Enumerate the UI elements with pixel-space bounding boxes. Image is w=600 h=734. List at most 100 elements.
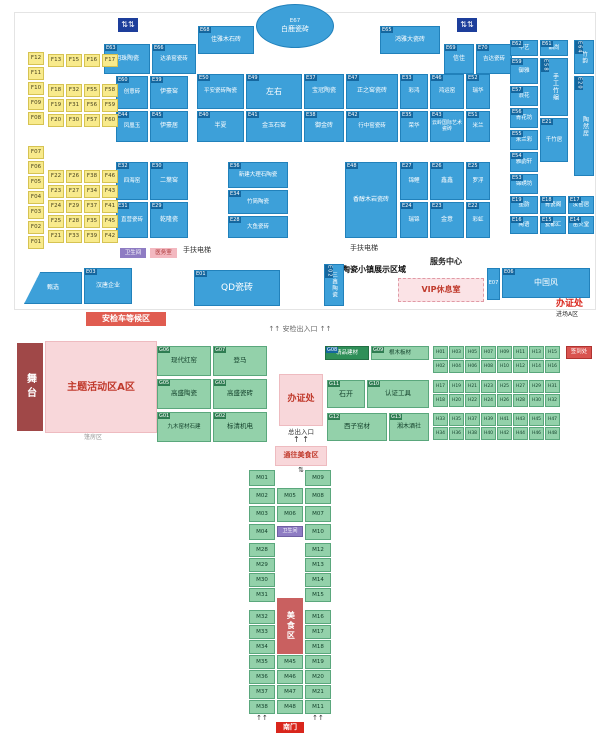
booth-H12[interactable]: H12 <box>513 360 528 373</box>
booth-H37[interactable]: H37 <box>465 413 480 426</box>
booth-M36[interactable]: M36 <box>249 670 275 684</box>
booth-H31[interactable]: H31 <box>545 380 560 393</box>
booth-M29[interactable]: M29 <box>249 558 275 572</box>
checkin-area[interactable]: 签到处 <box>566 346 592 359</box>
booth-F05[interactable]: F05 <box>28 176 44 189</box>
booth-M17[interactable]: M17 <box>305 625 331 639</box>
booth-H03[interactable]: H03 <box>449 346 464 359</box>
booth-F38[interactable]: F38 <box>84 170 100 183</box>
booth-H33[interactable]: H33 <box>433 413 448 426</box>
booth-F06[interactable]: F06 <box>28 161 44 174</box>
booth-H18[interactable]: H18 <box>433 394 448 407</box>
booth-H44[interactable]: H44 <box>513 427 528 440</box>
booth-M18[interactable]: M18 <box>305 640 331 654</box>
booth-F43[interactable]: F43 <box>102 185 118 198</box>
booth-M47[interactable]: M47 <box>277 685 303 699</box>
booth-M04[interactable]: M04 <box>249 524 275 540</box>
booth-F24[interactable]: F24 <box>48 200 64 213</box>
booth-F39[interactable]: F39 <box>84 230 100 243</box>
booth-M35[interactable]: M35 <box>249 655 275 669</box>
booth-H13[interactable]: H13 <box>529 346 544 359</box>
booth-F42[interactable]: F42 <box>102 230 118 243</box>
booth-M09[interactable]: M09 <box>305 470 331 486</box>
booth-H46[interactable]: H46 <box>529 427 544 440</box>
booth-F55[interactable]: F55 <box>84 84 100 97</box>
booth-M06[interactable]: M06 <box>277 506 303 522</box>
booth-H19[interactable]: H19 <box>449 380 464 393</box>
booth-H45[interactable]: H45 <box>529 413 544 426</box>
booth-H05[interactable]: H05 <box>465 346 480 359</box>
booth-F45[interactable]: F45 <box>102 215 118 228</box>
booth-M46[interactable]: M46 <box>277 670 303 684</box>
booth-H06[interactable]: H06 <box>465 360 480 373</box>
booth-F21[interactable]: F21 <box>48 230 64 243</box>
booth-M48[interactable]: M48 <box>277 700 303 714</box>
booth-H29[interactable]: H29 <box>529 380 544 393</box>
booth-F35[interactable]: F35 <box>84 215 100 228</box>
booth-H16[interactable]: H16 <box>545 360 560 373</box>
booth-H02[interactable]: H02 <box>433 360 448 373</box>
booth-H41[interactable]: H41 <box>497 413 512 426</box>
booth-M05[interactable]: M05 <box>277 488 303 504</box>
booth-F16[interactable]: F16 <box>84 54 100 67</box>
booth-M10[interactable]: M10 <box>305 524 331 540</box>
booth-F32[interactable]: F32 <box>66 84 82 97</box>
booth-F30[interactable]: F30 <box>66 114 82 127</box>
booth-F34[interactable]: F34 <box>84 185 100 198</box>
booth-H08[interactable]: H08 <box>481 360 496 373</box>
booth-F59[interactable]: F59 <box>102 99 118 112</box>
booth-F33[interactable]: F33 <box>66 230 82 243</box>
booth-F03[interactable]: F03 <box>28 206 44 219</box>
booth-H28[interactable]: H28 <box>513 394 528 407</box>
booth-H21[interactable]: H21 <box>465 380 480 393</box>
booth-F46[interactable]: F46 <box>102 170 118 183</box>
booth-F09[interactable]: F09 <box>28 97 44 110</box>
booth-H11[interactable]: H11 <box>513 346 528 359</box>
booth-F07[interactable]: F07 <box>28 146 44 159</box>
booth-H36[interactable]: H36 <box>449 427 464 440</box>
booth-M34[interactable]: M34 <box>249 640 275 654</box>
booth-M20[interactable]: M20 <box>305 670 331 684</box>
booth-M03[interactable]: M03 <box>249 506 275 522</box>
booth-M38[interactable]: M38 <box>249 700 275 714</box>
booth-F19[interactable]: F19 <box>48 99 64 112</box>
booth-M45[interactable]: M45 <box>277 655 303 669</box>
booth-M19[interactable]: M19 <box>305 655 331 669</box>
booth-F26[interactable]: F26 <box>66 170 82 183</box>
booth-M33[interactable]: M33 <box>249 625 275 639</box>
booth-H07[interactable]: H07 <box>481 346 496 359</box>
booth-F41[interactable]: F41 <box>102 200 118 213</box>
